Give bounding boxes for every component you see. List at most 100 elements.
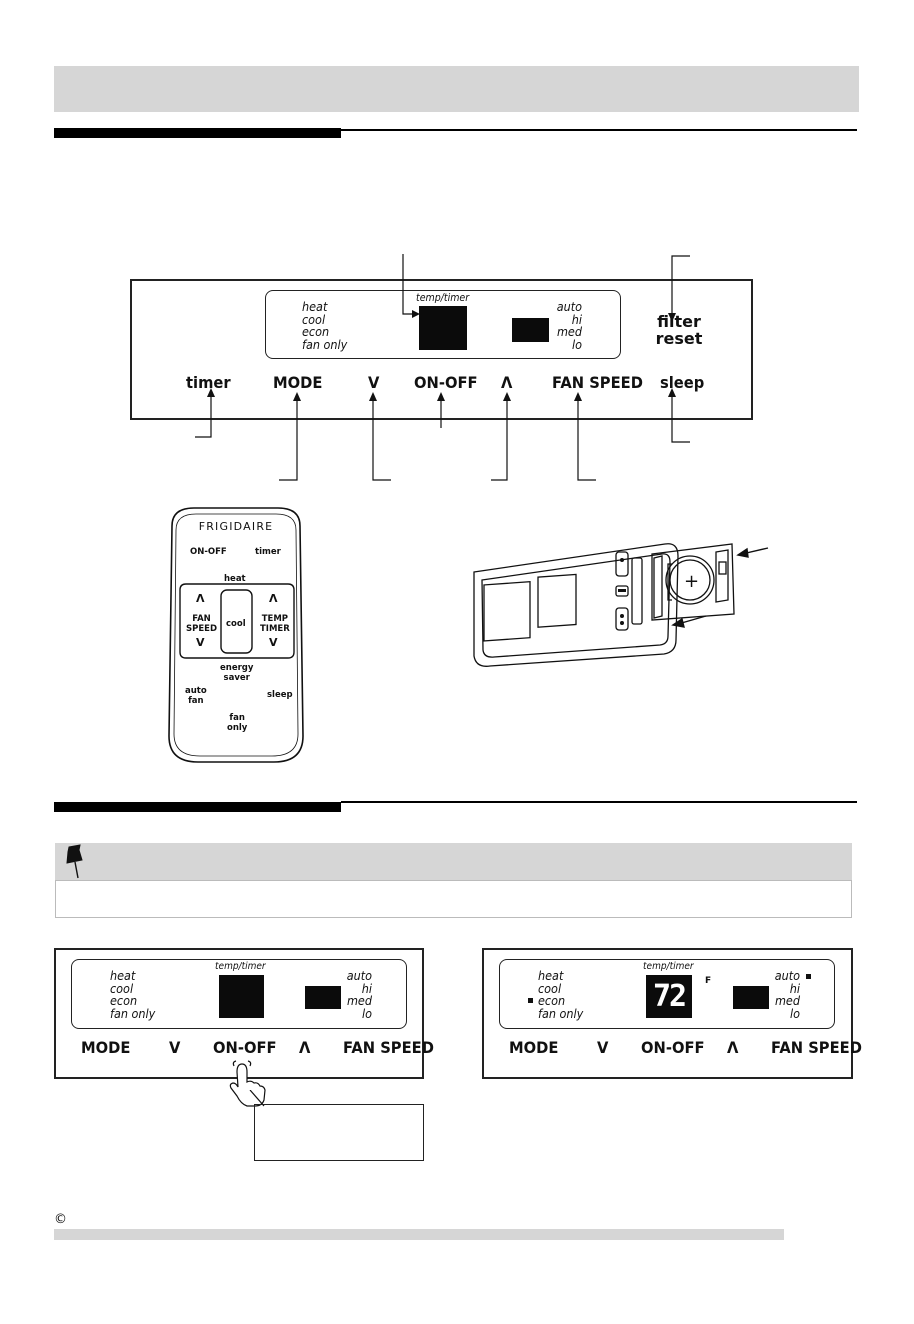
fan-speed-indicators: auto hi med lo	[546, 300, 582, 352]
callout-box	[254, 1104, 424, 1161]
small-display-right: heat cool econ fan only temp/timer 72 F …	[499, 959, 835, 1029]
temp-timer-label: temp/timer	[416, 292, 470, 304]
small-mode-econ-r: econ	[538, 993, 566, 1008]
small-fan-med: med	[346, 993, 372, 1008]
small-up-button-left[interactable]: Λ	[299, 1038, 311, 1057]
small-mode-indicators-right: heat cool econ fan only	[538, 969, 584, 1021]
remote-auto-fan-button[interactable]: auto fan	[185, 686, 207, 706]
small-fan-display-right	[733, 986, 769, 1009]
small-display-left: heat cool econ fan only temp/timer auto …	[71, 959, 407, 1029]
temperature-readout: 72	[652, 979, 687, 1014]
small-mode-cool-r: cool	[538, 980, 562, 996]
remote-energy-saver-button[interactable]: energy saver	[220, 663, 253, 683]
small-mode-heat: heat	[110, 968, 136, 983]
fan-hi: hi	[571, 311, 582, 327]
mode-heat: heat	[302, 299, 328, 314]
remote-outline	[168, 507, 304, 763]
footer-band	[54, 1229, 784, 1240]
section-rule-thick	[54, 128, 341, 138]
remote-fan-label: FAN	[192, 614, 211, 624]
remote-on-off-button[interactable]: ON-OFF	[190, 547, 227, 557]
small-temp-timer-label-r: temp/timer	[643, 961, 694, 972]
small-fan-auto-r: auto	[774, 968, 800, 983]
mode-econ: econ	[302, 324, 330, 339]
small-down-button-left[interactable]: V	[169, 1038, 181, 1057]
temp-up-button[interactable]: Λ	[501, 373, 513, 392]
copyright-symbol: ©	[54, 1212, 67, 1227]
pushpin-icon	[66, 844, 83, 879]
small-fan-indicators-right: auto hi med lo	[762, 968, 800, 1021]
panel-display: heat cool econ fan only temp/timer auto …	[265, 290, 621, 359]
small-fan-speed-button-left[interactable]: FAN SPEED	[343, 1038, 434, 1057]
mode-indicators: heat cool econ fan only	[302, 299, 348, 352]
small-mode-indicators-left: heat cool econ fan only	[110, 968, 156, 1021]
remote-heat-button[interactable]: heat	[224, 574, 246, 584]
small-fan-lo-r: lo	[789, 1005, 800, 1021]
small-mode-button-right[interactable]: MODE	[509, 1038, 559, 1057]
remote-temp-down[interactable]: V	[269, 636, 278, 649]
mode-cool: cool	[302, 311, 326, 327]
on-off-button[interactable]: ON-OFF	[414, 373, 478, 392]
remote-fan-speed-label: FAN SPEED	[186, 614, 217, 634]
temp-display	[419, 306, 467, 350]
sleep-button[interactable]: sleep	[660, 373, 705, 392]
small-mode-fan-only-r: fan only	[538, 1005, 584, 1021]
small-fan-indicators-left: auto hi med lo	[334, 968, 372, 1020]
small-fan-auto: auto	[346, 968, 372, 983]
auto-indicator-dot	[806, 974, 811, 979]
remote-temp-timer-label: TEMP TIMER	[260, 614, 290, 634]
fan-speed-button[interactable]: FAN SPEED	[552, 373, 643, 392]
remote-fan-label-2: fan	[188, 696, 204, 706]
filter-reset-button[interactable]: filter reset	[652, 313, 706, 347]
remote-speed-label: SPEED	[186, 624, 218, 634]
temperature-unit: F	[705, 976, 712, 986]
remote-fan-speed-up[interactable]: Λ	[196, 592, 205, 605]
small-up-button-right[interactable]: Λ	[727, 1038, 739, 1057]
small-mode-econ: econ	[110, 993, 138, 1008]
fan-lo: lo	[571, 336, 582, 352]
small-on-off-button-right[interactable]: ON-OFF	[641, 1038, 705, 1057]
timer-button[interactable]: timer	[186, 373, 231, 392]
section-rule-thin-2	[341, 801, 857, 803]
remote-sleep-button[interactable]: sleep	[267, 690, 293, 700]
remote-timer-label: TIMER	[260, 624, 290, 634]
small-fan-speed-button-right[interactable]: FAN SPEED	[771, 1038, 862, 1057]
fan-med: med	[556, 324, 582, 339]
remote-fan-only-only: only	[227, 723, 248, 733]
finger-press-icon	[229, 1060, 266, 1107]
small-on-off-button-left[interactable]: ON-OFF	[213, 1038, 277, 1057]
remote-temp-label: TEMP	[261, 614, 289, 624]
small-mode-fan-only: fan only	[110, 1005, 156, 1021]
small-fan-hi-r: hi	[789, 980, 800, 996]
small-fan-med-r: med	[774, 993, 800, 1008]
remote-fan-only-fan: fan	[229, 713, 245, 723]
battery-plus-sign: +	[684, 571, 699, 592]
small-fan-hi: hi	[361, 980, 372, 996]
remote-fan-speed-down[interactable]: V	[196, 636, 205, 649]
callout-connector	[249, 1090, 265, 1107]
small-down-button-right[interactable]: V	[597, 1038, 609, 1057]
temp-down-button[interactable]: V	[368, 373, 380, 392]
small-panel-left: heat cool econ fan only temp/timer auto …	[54, 948, 434, 1079]
remote-temp-up[interactable]: Λ	[269, 592, 278, 605]
remote-timer-button[interactable]: timer	[255, 547, 281, 557]
header-band	[54, 66, 859, 112]
remote-fan-only-button[interactable]: fan only	[227, 713, 247, 733]
remote-brand: FRIGIDAIRE	[198, 520, 274, 533]
econ-indicator-dot	[528, 998, 533, 1003]
small-fan-display-left	[305, 986, 341, 1009]
small-temp-timer-label: temp/timer	[215, 961, 266, 972]
fan-display	[512, 318, 549, 342]
filter-label: filter	[657, 312, 701, 331]
remote-auto-label: auto	[185, 686, 207, 696]
section-rule-thick-2	[54, 802, 341, 812]
remote-cool-button[interactable]: cool	[226, 619, 246, 629]
remote-saver-label: saver	[223, 673, 250, 683]
small-mode-button-left[interactable]: MODE	[81, 1038, 131, 1057]
note-box	[55, 880, 852, 918]
remote-control: FRIGIDAIRE ON-OFF timer heat Λ FAN SPEED…	[164, 506, 308, 766]
mode-button[interactable]: MODE	[273, 373, 323, 392]
small-mode-cool: cool	[110, 980, 134, 996]
mode-fan-only: fan only	[302, 336, 348, 352]
